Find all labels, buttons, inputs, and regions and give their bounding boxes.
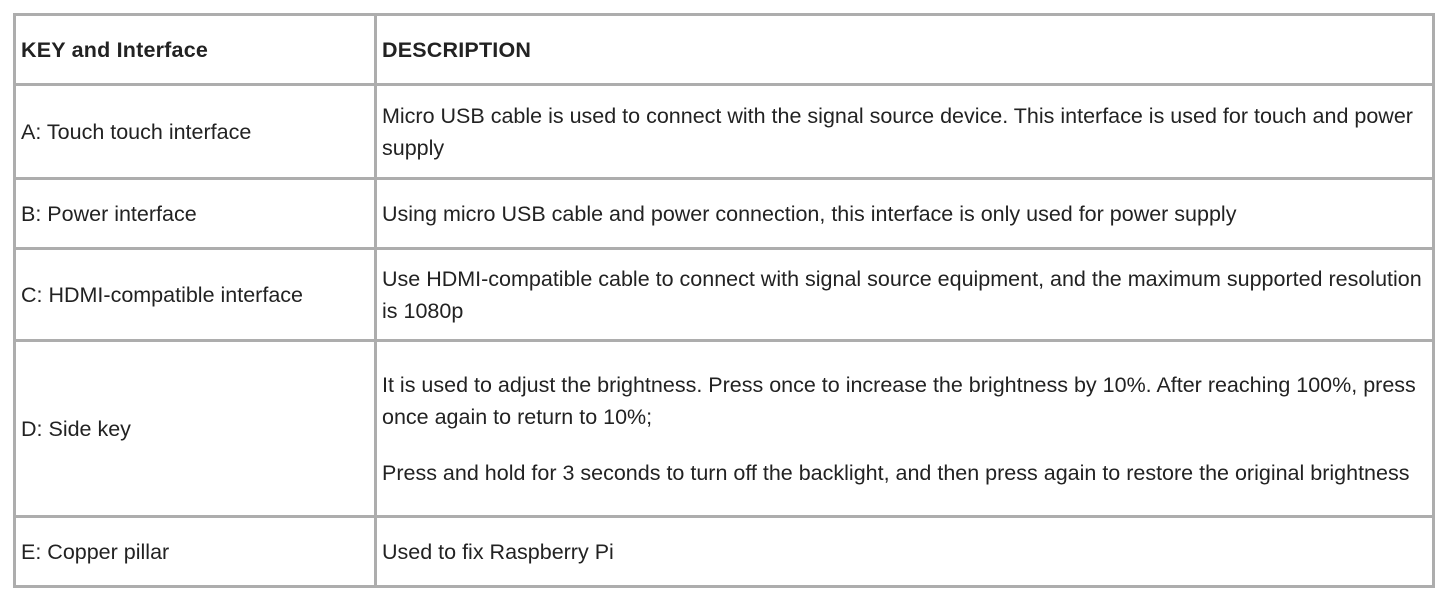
header-description: DESCRIPTION	[374, 13, 1435, 86]
description-paragraph: Use HDMI-compatible cable to connect wit…	[382, 266, 1422, 323]
row-description: Used to fix Raspberry Pi	[374, 515, 1435, 588]
row-key: A: Touch touch interface	[13, 83, 377, 180]
table-row: E: Copper pillar Used to fix Raspberry P…	[13, 515, 1435, 588]
row-description: Using micro USB cable and power connecti…	[374, 177, 1435, 250]
row-description: Micro USB cable is used to connect with …	[374, 83, 1435, 180]
description-paragraph: Micro USB cable is used to connect with …	[382, 103, 1413, 160]
row-description: Use HDMI-compatible cable to connect wit…	[374, 247, 1435, 342]
table-row: A: Touch touch interface Micro USB cable…	[13, 83, 1435, 180]
interface-table-container: KEY and Interface DESCRIPTION A: Touch t…	[13, 13, 1435, 588]
row-key: D: Side key	[13, 339, 377, 518]
description-paragraph: Press and hold for 3 seconds to turn off…	[382, 460, 1410, 485]
interface-table: KEY and Interface DESCRIPTION A: Touch t…	[13, 13, 1435, 588]
description-paragraph: Used to fix Raspberry Pi	[382, 539, 614, 564]
table-row: C: HDMI-compatible interface Use HDMI-co…	[13, 247, 1435, 342]
table-row: D: Side key It is used to adjust the bri…	[13, 339, 1435, 518]
table-row: B: Power interface Using micro USB cable…	[13, 177, 1435, 250]
row-key: B: Power interface	[13, 177, 377, 250]
header-key: KEY and Interface	[13, 13, 377, 86]
row-description: It is used to adjust the brightness. Pre…	[374, 339, 1435, 518]
table-header-row: KEY and Interface DESCRIPTION	[13, 13, 1435, 86]
row-key: C: HDMI-compatible interface	[13, 247, 377, 342]
row-key: E: Copper pillar	[13, 515, 377, 588]
description-paragraph: It is used to adjust the brightness. Pre…	[382, 372, 1416, 429]
description-paragraph: Using micro USB cable and power connecti…	[382, 201, 1237, 226]
